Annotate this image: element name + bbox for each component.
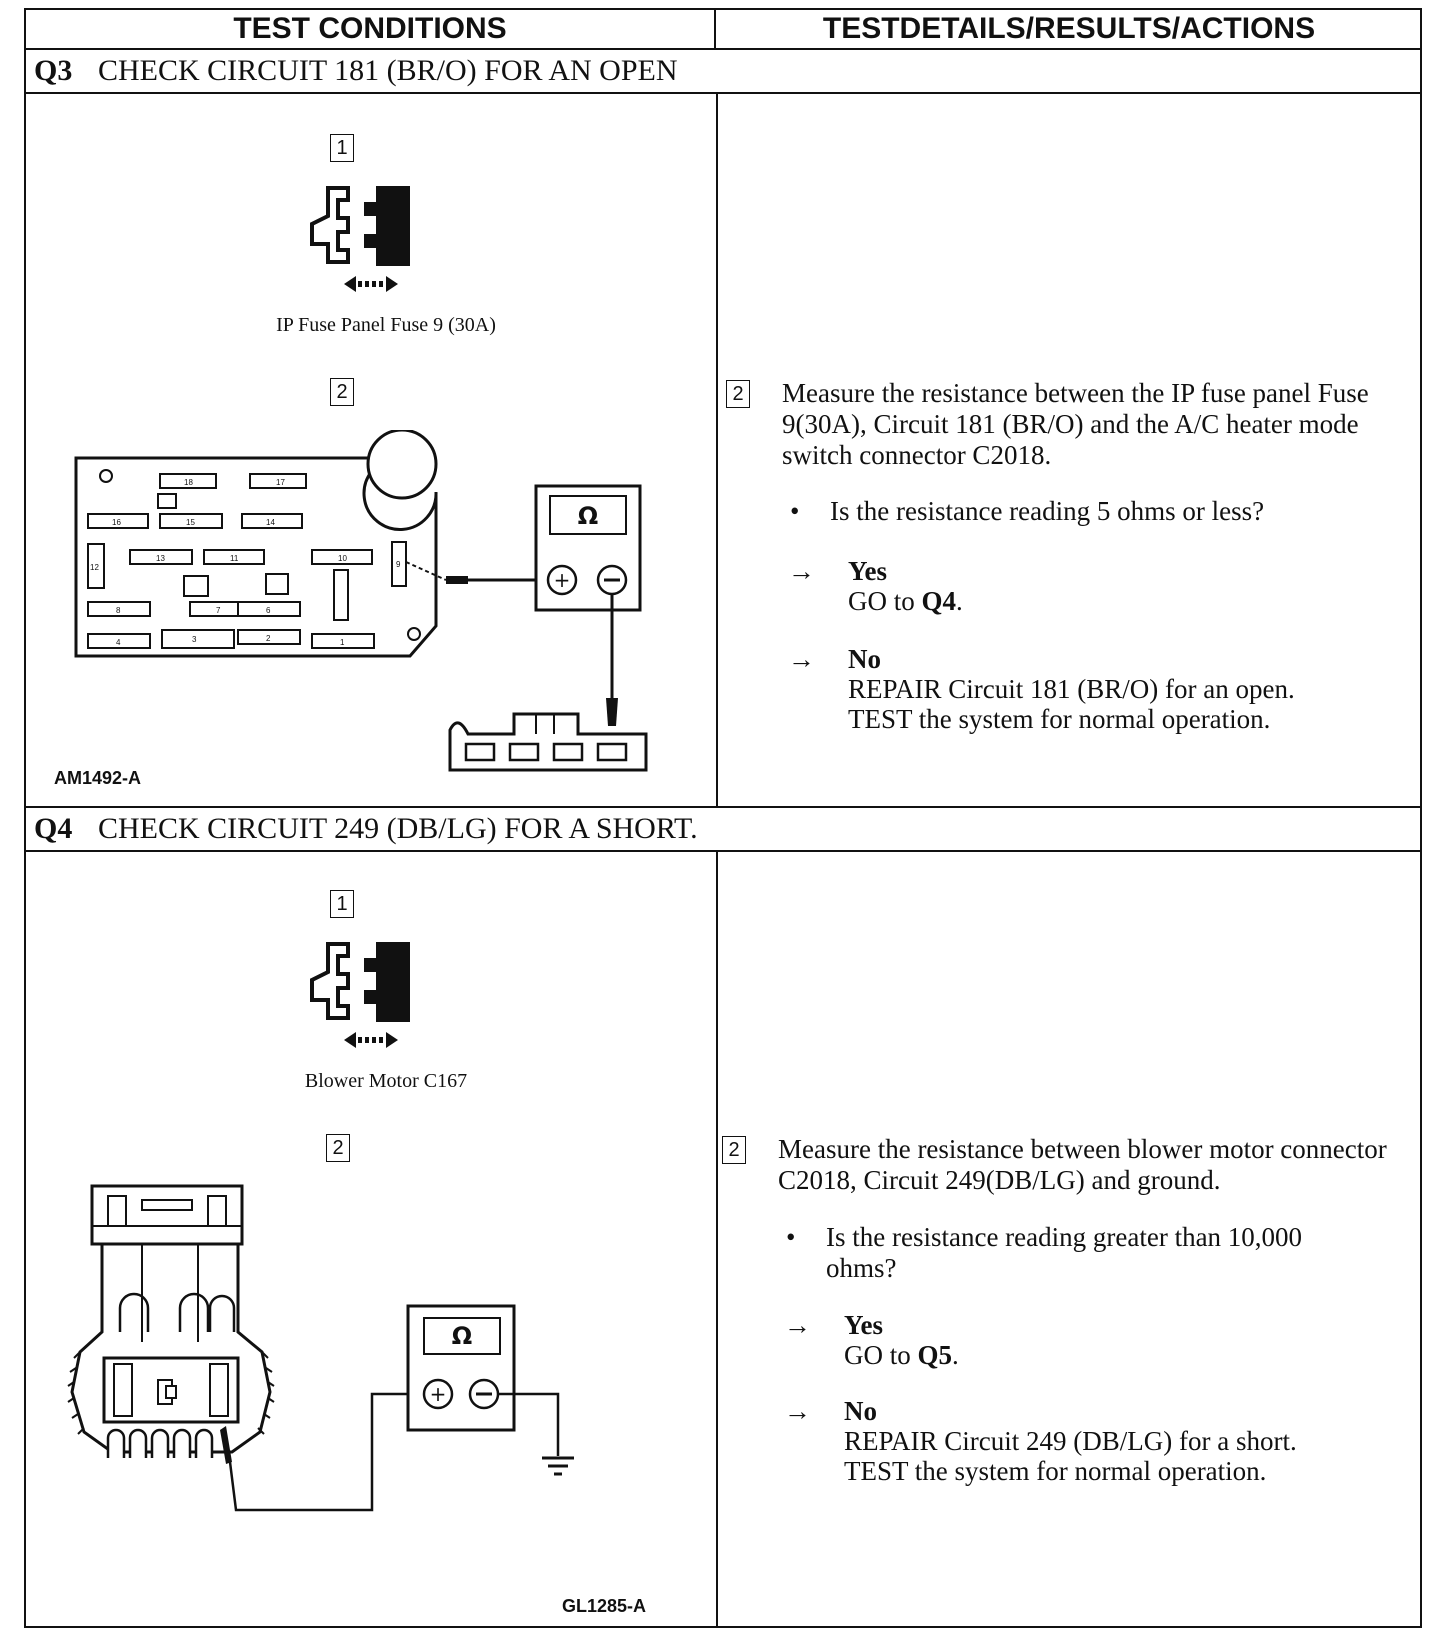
q4-detail-step-box: 2 (722, 1136, 746, 1164)
q4-yes-label: Yes (844, 1310, 883, 1340)
q3-yes-target: Q4 (921, 586, 957, 616)
q4-id: Q4 (34, 812, 73, 845)
q4-bullet: • (786, 1222, 796, 1252)
fuse-label-2: 2 (266, 634, 271, 643)
q4-question: Is the resistance reading greater than 1… (826, 1222, 1303, 1283)
q4-no-action-2: TEST the system for normal operation. (844, 1456, 1267, 1486)
fuse-label-7: 7 (216, 606, 221, 615)
q3-id: Q3 (34, 54, 73, 87)
q3-yes-arrow-icon: → (788, 556, 815, 586)
fuse-label-8: 8 (116, 606, 121, 615)
fuse-label-15: 15 (186, 518, 195, 527)
fuse-label-17: 17 (276, 478, 285, 487)
fuse-label-12: 12 (90, 563, 99, 572)
test-details-header: TESTDETAILS/RESULTS/ACTIONS (716, 10, 1422, 50)
q3-title: CHECK CIRCUIT 181 (BR/O) FOR AN OPEN (98, 54, 678, 87)
q4-yes-action: GO to Q5. (844, 1340, 959, 1370)
test-conditions-header: TEST CONDITIONS (26, 10, 716, 50)
q3-yes-action: GO to Q4. (848, 586, 963, 616)
fuse-panel-measurement-diagram: 18 17 16 15 14 12 13 11 10 8 9 7 6 4 3 2… (74, 430, 648, 772)
fuse-label-9: 9 (396, 560, 401, 569)
q4-yes-target: Q5 (917, 1340, 953, 1370)
q3-detail-text: Measure the resistance between the IP fu… (782, 378, 1369, 470)
procedure-page: TEST CONDITIONS TESTDETAILS/RESULTS/ACTI… (24, 8, 1422, 1628)
q4-detail-text: Measure the resistance between blower mo… (778, 1134, 1387, 1195)
q3-no-action-1: REPAIR Circuit 181 (BR/O) for an open. (848, 674, 1295, 704)
q3-bullet: • (790, 496, 800, 526)
fuse-label-13: 13 (156, 554, 165, 563)
q4-step1-caption: Blower Motor C167 (304, 1070, 468, 1092)
fuse-label-11: 11 (230, 554, 239, 563)
q4-no-arrow-icon: → (784, 1396, 811, 1426)
fuse-label-14: 14 (266, 518, 275, 527)
fuse-label-16: 16 (112, 518, 121, 527)
q3-no-label: No (848, 644, 881, 674)
fuse-label-6: 6 (266, 606, 271, 615)
fuse-label-3: 3 (192, 635, 197, 644)
ohm-symbol: Ω (578, 502, 598, 530)
q3-step1-box: 1 (330, 134, 354, 162)
q3-step1-caption: IP Fuse Panel Fuse 9 (30A) (276, 314, 496, 336)
blower-motor-measurement-diagram: Ω + (67, 1184, 574, 1512)
svg-text:+: + (430, 1382, 447, 1406)
q4-title: CHECK CIRCUIT 249 (DB/LG) FOR A SHORT. (98, 812, 698, 845)
q4-step2-box: 2 (326, 1134, 350, 1162)
q4-section-header: Q4 CHECK CIRCUIT 249 (DB/LG) FOR A SHORT… (26, 808, 1420, 852)
q3-figure-id: AM1492-A (54, 768, 142, 788)
q4-column-divider (716, 852, 718, 1628)
svg-text:+: + (554, 568, 571, 592)
fuse-label-18: 18 (184, 478, 193, 487)
q3-bottom-divider (26, 806, 1420, 808)
q3-no-action-2: TEST the system for normal operation. (848, 704, 1271, 734)
disconnect-connector-icon (310, 186, 410, 292)
q3-detail-step-box: 2 (726, 380, 750, 408)
q4-step1-box: 1 (330, 890, 354, 918)
q3-no-arrow-icon: → (788, 644, 815, 674)
q4-no-action-1: REPAIR Circuit 249 (DB/LG) for a short. (844, 1426, 1297, 1456)
ohm-symbol: Ω (452, 1322, 472, 1350)
fuse-label-1: 1 (340, 638, 345, 647)
q3-yes-label: Yes (848, 556, 887, 586)
q4-figure-id: GL1285-A (562, 1596, 647, 1616)
q3-step2-box: 2 (330, 378, 354, 406)
q3-section-header: Q3 CHECK CIRCUIT 181 (BR/O) FOR AN OPEN (26, 50, 1420, 94)
q4-yes-arrow-icon: → (784, 1310, 811, 1340)
fuse-label-10: 10 (338, 554, 347, 563)
q3-question: Is the resistance reading 5 ohms or less… (830, 496, 1265, 526)
fuse-label-4: 4 (116, 638, 121, 647)
q4-no-label: No (844, 1396, 877, 1426)
q3-column-divider (716, 94, 718, 806)
disconnect-connector-icon (310, 942, 410, 1048)
